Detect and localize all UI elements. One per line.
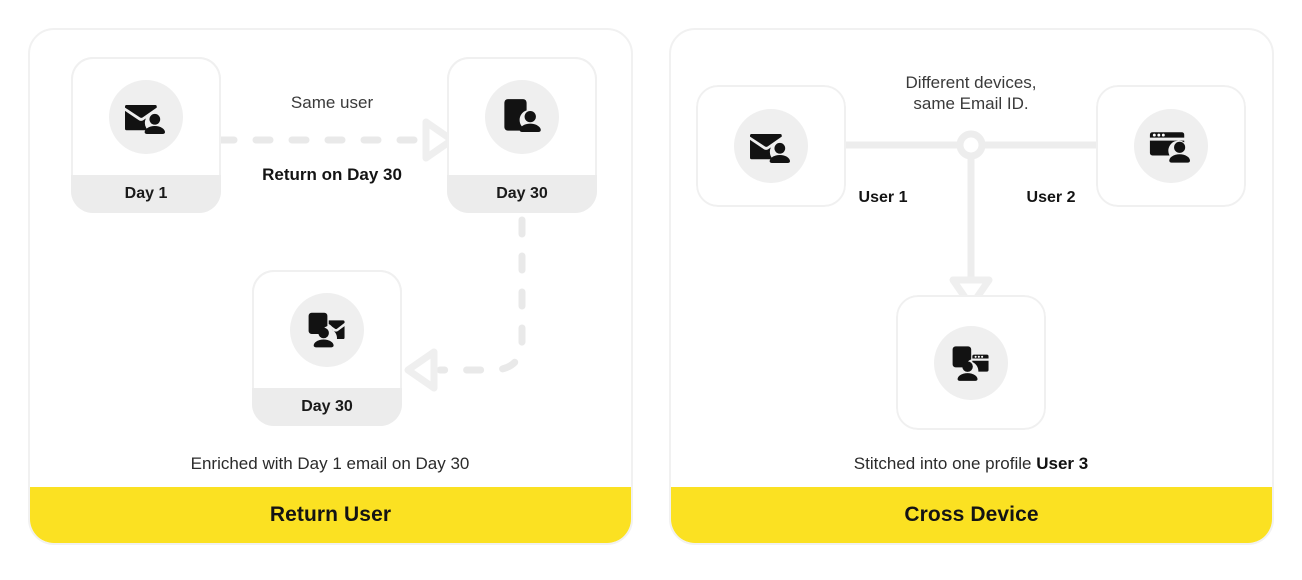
footer-cross-device: Cross Device <box>671 487 1272 543</box>
panel-return-user: Day 1 Day 30 <box>28 28 633 545</box>
headline-line-2: same Email ID. <box>913 94 1029 114</box>
caption-cross-device: Stitched into one profile User 3 <box>854 453 1088 474</box>
node-card-day-30-bottom-label: Day 30 <box>252 388 402 426</box>
headline-line-1: Different devices, <box>905 73 1037 92</box>
node-card-day-1-label: Day 1 <box>71 175 221 213</box>
node-card-user-2-icon-area <box>1096 85 1246 207</box>
mobile-browser-user-icon <box>934 325 1008 400</box>
node-card-user-3-icon-area <box>896 295 1046 430</box>
node-card-day-30-bottom[interactable]: Day 30 <box>252 270 402 426</box>
footer-cross-device-label: Cross Device <box>904 503 1039 526</box>
email-user-icon <box>734 109 808 183</box>
node-card-user-1[interactable] <box>696 85 846 207</box>
caption-cross-device-strong: User 3 <box>1036 454 1089 473</box>
panel-cross-device: Different devices, same Email ID. User 1… <box>669 28 1274 545</box>
edge-label-same-user: Same user <box>290 93 374 112</box>
panel-return-user-body: Day 1 Day 30 <box>30 30 631 487</box>
mobile-email-user-icon <box>290 293 364 367</box>
footer-return-user-label: Return User <box>269 503 392 526</box>
edge-label-user-1: User 1 <box>858 189 908 206</box>
node-card-day-30-top-icon-area <box>447 57 597 175</box>
footer-return-user: Return User <box>30 487 631 543</box>
email-user-icon <box>109 80 183 154</box>
node-card-day-30-top[interactable]: Day 30 <box>447 57 597 213</box>
node-card-day-1[interactable]: Day 1 <box>71 57 221 213</box>
caption-cross-device-prefix: Stitched into one profile <box>853 454 1037 473</box>
mobile-user-icon <box>485 80 559 154</box>
edge-label-return-on-day-30: Return on Day 30 <box>262 165 402 184</box>
edge-label-user-2: User 2 <box>1026 189 1076 206</box>
node-card-user-3[interactable] <box>896 295 1046 430</box>
node-card-user-1-icon-area <box>696 85 846 207</box>
caption-return-user: Enriched with Day 1 email on Day 30 <box>190 454 470 473</box>
node-card-day-30-bottom-icon-area <box>252 270 402 388</box>
node-card-day-1-icon-area <box>71 57 221 175</box>
browser-user-icon <box>1134 109 1208 183</box>
node-card-user-2[interactable] <box>1096 85 1246 207</box>
headline-cross-device: Different devices, same Email ID. <box>905 72 1036 115</box>
node-card-day-30-top-label: Day 30 <box>447 175 597 213</box>
panel-cross-device-body: Different devices, same Email ID. User 1… <box>671 30 1272 487</box>
